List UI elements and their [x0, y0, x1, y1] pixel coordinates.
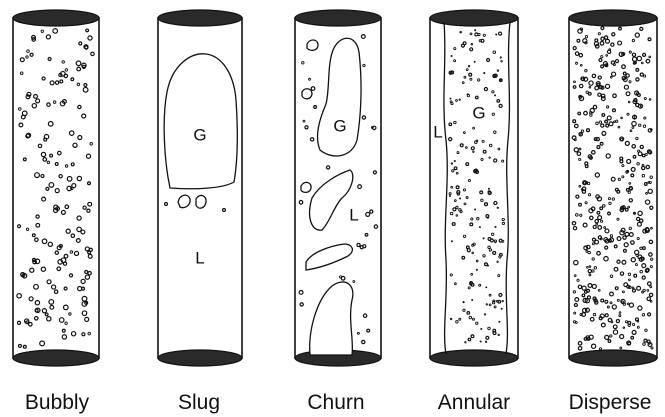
slug-taylor-bubble: [164, 54, 237, 189]
pipe-disperse-bottom-cap: [569, 350, 657, 366]
slug-gas-label: G: [193, 125, 206, 144]
pipe-bubbly-top-cap: [13, 10, 99, 26]
label-disperse: Disperse: [569, 391, 652, 414]
pipe-disperse: [569, 10, 657, 366]
pipe-churn-top-cap: [295, 10, 381, 26]
pipe-bubbly-wall: [13, 18, 99, 358]
pipe-churn: G L: [295, 10, 381, 366]
slug-small-bubble-2: [196, 195, 206, 208]
churn-gas-label: G: [333, 116, 346, 135]
pipe-slug-top-cap: [158, 10, 242, 26]
slug-liquid-label: L: [195, 248, 204, 267]
churn-liquid-label: L: [349, 205, 358, 224]
label-slug: Slug: [178, 391, 220, 414]
pipe-disperse-top-cap: [569, 10, 657, 26]
label-churn: Churn: [307, 391, 364, 414]
label-bubbly: Bubbly: [25, 391, 90, 414]
pipe-annular-top-cap: [430, 10, 518, 26]
pipe-annular-bottom-cap: [430, 350, 518, 366]
churn-fragment-2: [302, 89, 312, 99]
pipe-slug-bottom-cap: [158, 350, 242, 366]
churn-fragment-1: [307, 40, 318, 50]
churn-fragment-3: [301, 182, 311, 192]
pipe-annular: L G: [430, 10, 518, 366]
slug-small-bubble-1: [178, 195, 190, 207]
annular-gas-label: G: [472, 103, 485, 122]
label-annular: Annular: [438, 391, 510, 414]
annular-liquid-label: L: [433, 122, 442, 141]
pipe-bubbly-bottom-cap: [13, 350, 99, 366]
pipe-bubbly: [13, 10, 99, 366]
pipe-annular-wall: [430, 18, 518, 358]
pipe-slug: G L: [158, 10, 242, 366]
